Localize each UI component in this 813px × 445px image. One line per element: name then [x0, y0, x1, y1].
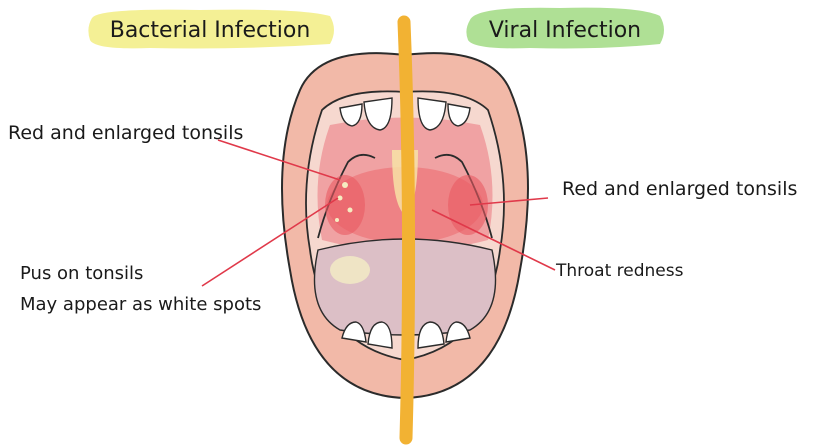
right-tonsil — [448, 175, 488, 235]
right-header-title: Viral Infection — [489, 18, 641, 43]
label-throat-redness: Throat redness — [555, 261, 684, 281]
tongue-highlight — [330, 256, 370, 284]
left-header-title: Bacterial Infection — [110, 18, 311, 43]
label-viral-tonsils: Red and enlarged tonsils — [562, 178, 797, 200]
label-bacterial-tonsils: Red and enlarged tonsils — [8, 122, 243, 144]
label-pus-on-tonsils: Pus on tonsils — [20, 263, 143, 284]
center-divider — [404, 22, 409, 438]
label-white-spots: May appear as white spots — [20, 294, 261, 315]
